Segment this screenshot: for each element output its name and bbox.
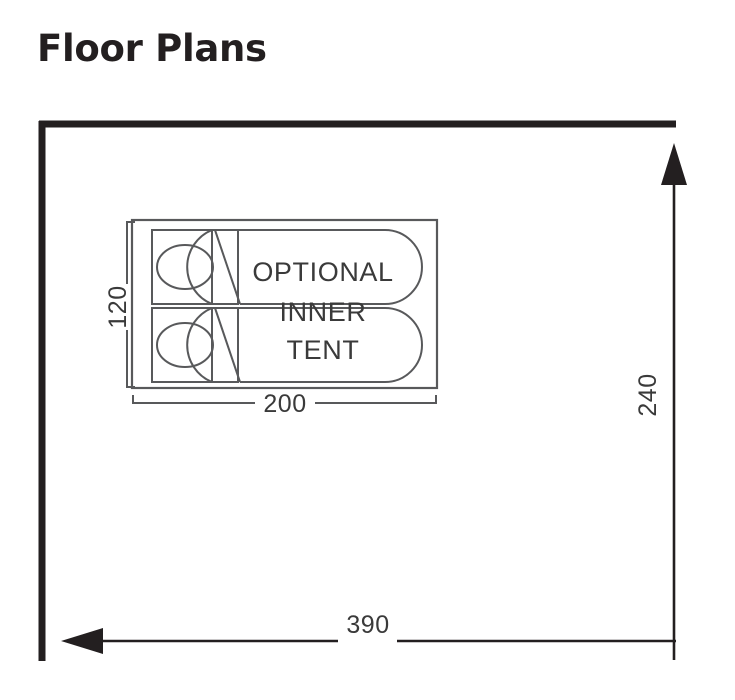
inner-width-dimension-label: 200 [263, 390, 306, 418]
page-title: Floor Plans [37, 27, 267, 70]
optional-inner-tent: OPTIONAL INNER TENT 120 200 [104, 218, 439, 418]
inner-tent-caption-line-1: OPTIONAL [252, 257, 393, 287]
berth-bottom-pillow-box [151, 307, 213, 383]
inner-width-line-right [315, 395, 437, 404]
inner-tent-berth-top [151, 229, 423, 305]
berth-top-fold-arc [186, 229, 213, 305]
inner-tent-caption-line-3: TENT [287, 335, 360, 365]
inner-tent-outline [130, 218, 439, 390]
berth-top-head-icon [156, 244, 214, 290]
berth-top-fold-crease [214, 229, 241, 305]
outer-footprint-boundary [38, 120, 676, 661]
depth-dimension-240: 240 [634, 143, 687, 660]
inner-tent-width-dimension-200: 200 [132, 390, 437, 418]
depth-arrow-head-icon [661, 143, 687, 185]
inner-tent-caption-line-2: INNER [279, 297, 366, 327]
berth-top-bag-outline [212, 229, 423, 305]
inner-tent-depth-dimension-120: 120 [104, 221, 135, 388]
inner-depth-line-top [126, 221, 135, 284]
berth-bottom-bag-outline [212, 307, 423, 383]
berth-bottom-fold-arc [186, 307, 213, 383]
inner-tent-caption: OPTIONAL INNER TENT [252, 257, 393, 365]
berth-bottom-head-icon [156, 322, 214, 368]
width-arrow-head-icon [61, 628, 103, 654]
width-dimension-label: 390 [346, 611, 389, 639]
berth-bottom-fold-crease [214, 307, 241, 383]
berth-top-pillow-box [151, 229, 213, 305]
inner-depth-line-bottom [126, 330, 135, 388]
inner-depth-dimension-label: 120 [104, 285, 132, 328]
width-dimension-390: 390 [61, 611, 676, 654]
depth-dimension-label: 240 [634, 373, 662, 416]
inner-width-line-left [132, 395, 255, 404]
inner-tent-berth-bottom [151, 307, 423, 383]
berth-top-fold-box [211, 229, 239, 305]
berth-bottom-fold-box [211, 307, 239, 383]
